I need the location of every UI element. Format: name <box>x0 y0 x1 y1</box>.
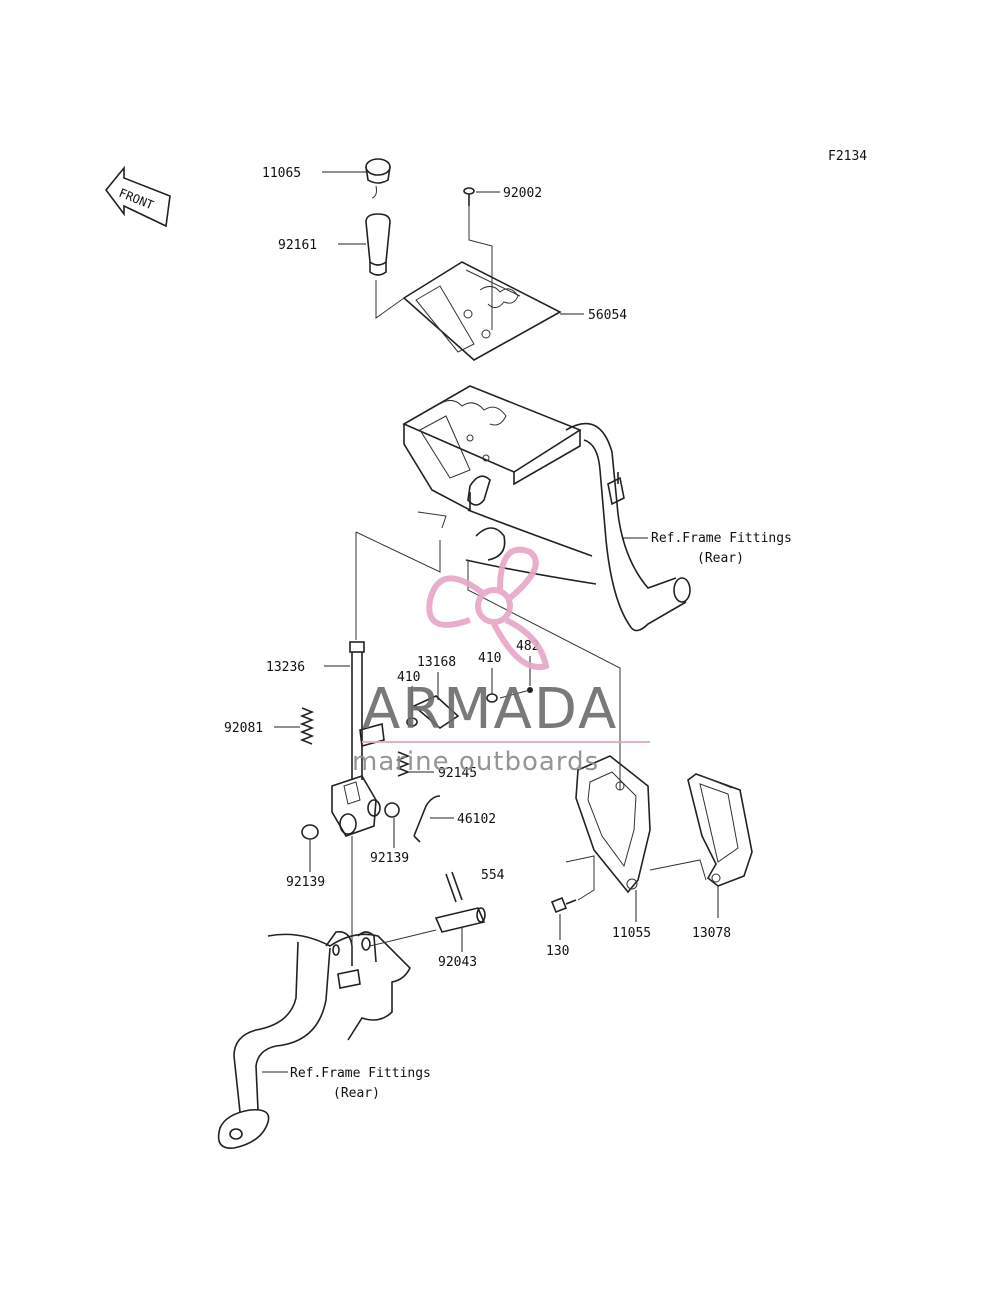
part-label-92139-right: 92139 <box>370 851 409 866</box>
bracket-11055 <box>575 755 651 894</box>
front-direction-arrow-icon: FRONT <box>104 165 171 228</box>
part-label-13078: 13078 <box>692 926 731 941</box>
knob-cap-11065 <box>365 158 391 199</box>
part-label-46102: 46102 <box>457 812 496 827</box>
watermark: ARMADA marine outboards <box>352 546 650 777</box>
bolt-130 <box>550 896 577 914</box>
ref-frame-fittings-lower-line2: (Rear) <box>333 1086 380 1101</box>
part-label-13236: 13236 <box>266 660 305 675</box>
part-label-92081: 92081 <box>224 721 263 736</box>
ref-frame-fittings-upper-line2: (Rear) <box>697 551 744 566</box>
shift-housing-block <box>331 775 381 837</box>
part-label-92145: 92145 <box>438 766 477 781</box>
part-label-11055: 11055 <box>612 926 651 941</box>
watermark-brand: ARMADA <box>362 677 618 742</box>
detent-arm-13168 <box>412 672 460 729</box>
grip-92161 <box>365 213 391 276</box>
part-label-92043: 92043 <box>438 955 477 970</box>
part-label-56054: 56054 <box>588 308 627 323</box>
part-label-11065: 11065 <box>262 166 301 181</box>
front-arrow-label: FRONT <box>117 186 156 213</box>
screw-92002 <box>463 187 475 206</box>
part-label-130: 130 <box>546 944 569 959</box>
pin-92043 <box>434 907 486 933</box>
lower-frame-tube <box>217 929 437 1149</box>
rod-46102 <box>413 795 441 843</box>
part-label-410-left: 410 <box>397 670 420 685</box>
part-label-410-right: 410 <box>478 651 501 666</box>
shift-bracket-frame <box>402 385 691 632</box>
cotter-pin-554 <box>445 871 463 903</box>
part-label-92139-left: 92139 <box>286 875 325 890</box>
propeller-logo-icon <box>426 546 550 671</box>
watermark-tagline: marine outboards <box>352 747 599 777</box>
bracket-13078 <box>687 773 753 887</box>
gate-plate-56054 <box>402 261 562 361</box>
shift-lever-13236 <box>349 641 365 780</box>
part-label-13168: 13168 <box>417 655 456 670</box>
spring-92081 <box>299 707 315 745</box>
part-label-554: 554 <box>481 868 505 883</box>
part-label-92002: 92002 <box>503 186 542 201</box>
ref-frame-fittings-upper-line1: Ref.Frame Fittings <box>651 531 792 546</box>
part-label-92161: 92161 <box>278 238 317 253</box>
diagram-code: F2134 <box>828 149 867 164</box>
ref-frame-fittings-lower-line1: Ref.Frame Fittings <box>290 1066 431 1081</box>
